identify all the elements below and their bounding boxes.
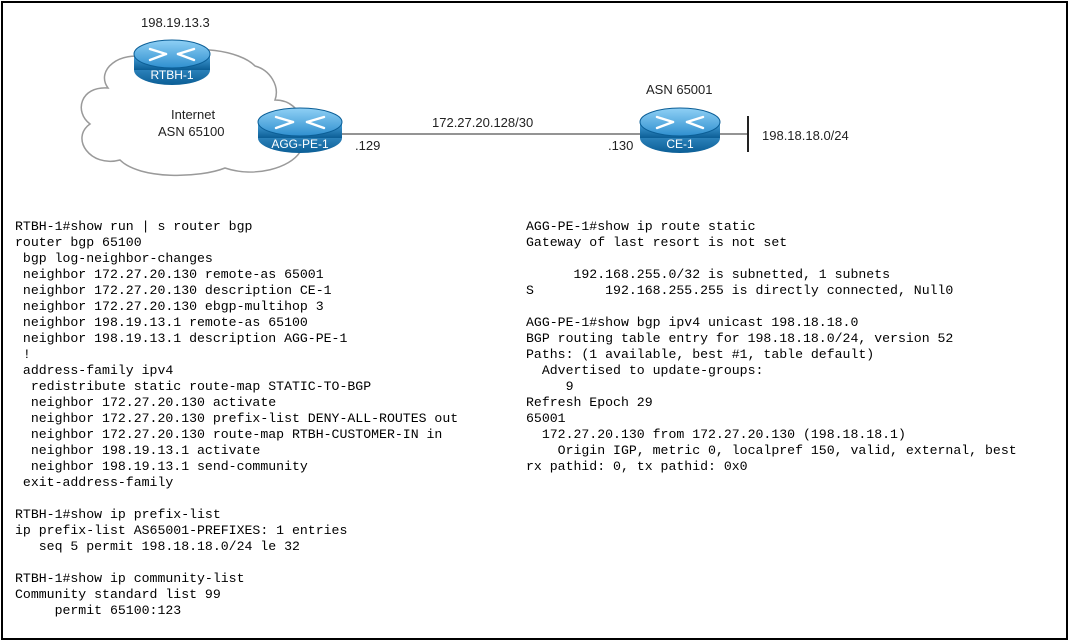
agg-cli-line: AGG-PE-1#show ip route static — [526, 219, 756, 234]
rtbh-cli-line: neighbor 172.27.20.130 activate — [15, 395, 277, 410]
agg-cli-line: rx pathid: 0, tx pathid: 0x0 — [526, 459, 748, 474]
rtbh-cli-line: address-family ipv4 — [15, 363, 174, 378]
rtbh-cli-line — [15, 491, 458, 507]
ce-asn-label: ASN 65001 — [646, 82, 713, 97]
rtbh-cli-line: neighbor 198.19.13.1 send-community — [15, 459, 308, 474]
rtbh-cli-line: RTBH-1#show run | s router bgp — [15, 219, 253, 234]
rtbh-cli-line: neighbor 172.27.20.130 route-map RTBH-CU… — [15, 427, 443, 442]
agg-cli-line: Origin IGP, metric 0, localpref 150, val… — [526, 443, 1017, 458]
agg-cli-line: Advertised to update-groups: — [526, 363, 764, 378]
rtbh-cli-line: bgp log-neighbor-changes — [15, 251, 213, 266]
rtbh-cli-line: neighbor 172.27.20.130 description CE-1 — [15, 283, 332, 298]
cloud-label-asn: ASN 65100 — [158, 124, 225, 139]
agg-cli-line — [526, 251, 1017, 267]
rtbh-cli-line: neighbor 172.27.20.130 remote-as 65001 — [15, 267, 324, 282]
router-rtbh-1: RTBH-1 — [133, 39, 211, 85]
rtbh-ip-label: 198.19.13.3 — [141, 15, 210, 30]
agg-cli-line: BGP routing table entry for 198.18.18.0/… — [526, 331, 954, 346]
rtbh-cli-line: ip prefix-list AS65001-PREFIXES: 1 entri… — [15, 523, 348, 538]
rtbh-cli-line: neighbor 172.27.20.130 ebgp-multihop 3 — [15, 299, 324, 314]
rtbh-cli-line: Community standard list 99 — [15, 587, 221, 602]
router-label-ce: CE-1 — [666, 137, 694, 151]
agg-cli-line: 65001 — [526, 411, 566, 426]
agg-cli-line: Refresh Epoch 29 — [526, 395, 653, 410]
agg-interface-label: .129 — [355, 138, 381, 153]
rtbh-cli-line: neighbor 198.19.13.1 activate — [15, 443, 261, 458]
network-topology: RTBH-1 AGG-PE-1 CE-1 — [80, 39, 749, 177]
agg-cli-line: AGG-PE-1#show bgp ipv4 unicast 198.18.18… — [526, 315, 859, 330]
rtbh-cli-line: RTBH-1#show ip community-list — [15, 571, 245, 586]
rtbh-cli-line: ! — [15, 347, 31, 362]
rtbh-cli-line: RTBH-1#show ip prefix-list — [15, 507, 221, 522]
cloud-label-internet: Internet — [171, 107, 216, 122]
link-subnet-label: 172.27.20.128/30 — [432, 115, 534, 130]
rtbh-cli-line: permit 65100:123 — [15, 603, 182, 618]
agg-cli-line: 172.27.20.130 from 172.27.20.130 (198.18… — [526, 427, 906, 442]
rtbh-cli-line — [15, 555, 458, 571]
agg-cli-line: Paths: (1 available, best #1, table defa… — [526, 347, 875, 362]
rtbh-cli-line: seq 5 permit 198.18.18.0/24 le 32 — [15, 539, 300, 554]
agg-cli-line: S 192.168.255.255 is directly connected,… — [526, 283, 954, 298]
rtbh-cli-line: redistribute static route-map STATIC-TO-… — [15, 379, 372, 394]
rtbh-cli-line: router bgp 65100 — [15, 235, 142, 250]
ce-lan-label: 198.18.18.0/24 — [762, 128, 849, 143]
router-ce-1: CE-1 — [639, 107, 721, 153]
router-agg-pe-1: AGG-PE-1 — [257, 107, 343, 153]
internet-cloud — [80, 48, 301, 177]
rtbh-cli-line: neighbor 172.27.20.130 prefix-list DENY-… — [15, 411, 459, 426]
rtbh-cli-line: neighbor 198.19.13.1 remote-as 65100 — [15, 315, 308, 330]
ce-interface-label: .130 — [608, 138, 634, 153]
router-label-rtbh: RTBH-1 — [150, 68, 193, 82]
rtbh-cli-line: exit-address-family — [15, 475, 174, 490]
agg-cli-line: 192.168.255.0/32 is subnetted, 1 subnets — [526, 267, 891, 282]
agg-cli-line — [526, 299, 1017, 315]
router-label-agg: AGG-PE-1 — [271, 137, 329, 151]
agg-cli-line: Gateway of last resort is not set — [526, 235, 788, 250]
rtbh-cli-line: neighbor 198.19.13.1 description AGG-PE-… — [15, 331, 348, 346]
agg-cli-line: 9 — [526, 379, 574, 394]
